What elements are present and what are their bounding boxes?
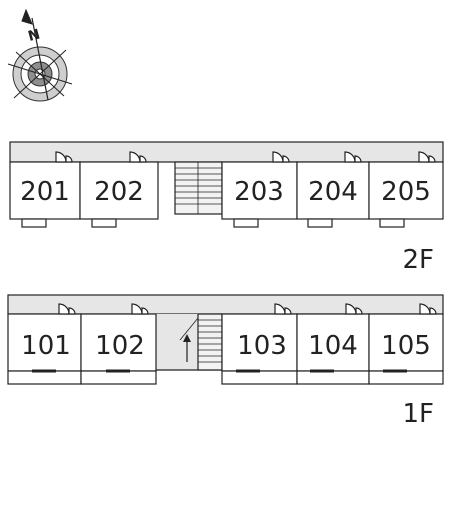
unit-number: 204 — [308, 177, 358, 207]
unit-102 — [80, 313, 157, 372]
stair-treads-1f — [179, 317, 222, 363]
arrow-up-icon — [183, 334, 191, 342]
unit-number: 202 — [94, 177, 144, 207]
floor-1f — [7, 294, 444, 385]
unit-number: 102 — [95, 331, 145, 361]
floor-label-2f: 2F — [403, 245, 435, 275]
unit-204 — [296, 161, 370, 220]
floor-2f — [9, 141, 444, 228]
door-icon — [58, 303, 437, 315]
unit-101 — [7, 313, 82, 372]
unit-number: 201 — [20, 177, 70, 207]
corridor-2f — [9, 141, 444, 163]
unit-number: 203 — [234, 177, 284, 207]
unit-105 — [368, 313, 444, 372]
unit-202 — [79, 161, 159, 220]
door-icon — [55, 151, 436, 163]
unit-number: 104 — [308, 331, 358, 361]
balcony-2f — [21, 218, 405, 228]
terrace-1f — [7, 369, 444, 385]
unit-labels-1f: 101 102 103 104 105 — [21, 331, 431, 361]
unit-201 — [9, 161, 81, 220]
unit-205 — [368, 161, 444, 220]
unit-number: 105 — [381, 331, 431, 361]
unit-number: 103 — [237, 331, 287, 361]
compass-north-label: N — [26, 26, 41, 44]
stairs-1f — [197, 313, 223, 371]
floor-label-1f: 1F — [403, 399, 435, 429]
stair-treads-2f — [175, 162, 222, 214]
compass-rose-icon — [7, 8, 73, 102]
unit-number: 101 — [21, 331, 71, 361]
unit-number: 205 — [381, 177, 431, 207]
unit-labels-2f: 201 202 203 204 205 — [20, 177, 431, 207]
stairs-2f — [174, 161, 223, 215]
unit-203 — [221, 161, 298, 220]
